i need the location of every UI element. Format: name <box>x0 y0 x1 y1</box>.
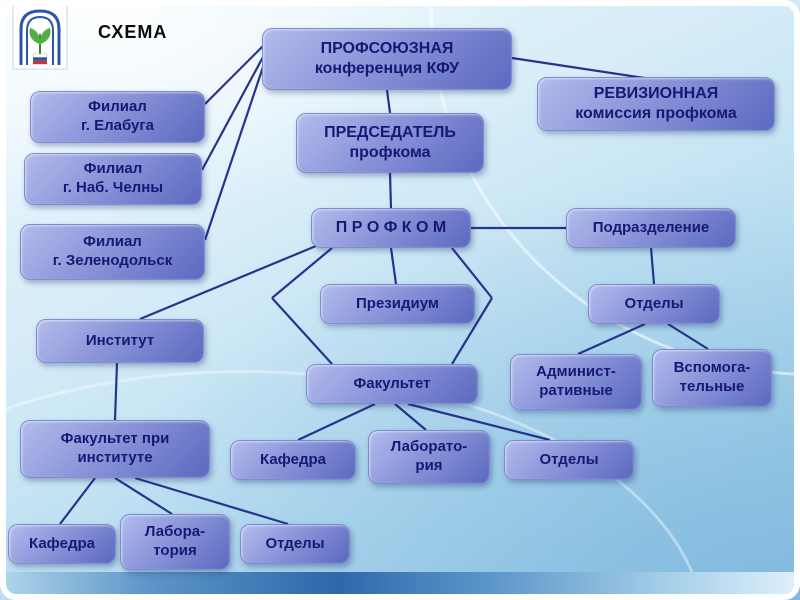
connector-group <box>59 45 709 526</box>
node-administrativnye: Админист- ративные <box>510 354 642 410</box>
node-otdely-fakultet: Отделы <box>504 440 634 480</box>
node-kafedra-fakultet: Кафедра <box>230 440 356 480</box>
node-presidium: Президиум <box>320 284 475 324</box>
node-laboratoria-fakultet: Лаборато- рия <box>368 430 490 484</box>
node-revision-commission: РЕВИЗИОННАЯ комиссия профкома <box>537 77 775 131</box>
kfu-emblem-icon <box>12 4 68 70</box>
node-podrazdelenie: Подразделение <box>566 208 736 248</box>
node-branch-elabuga: Филиал г. Елабуга <box>30 91 205 143</box>
node-fakultet: Факультет <box>306 364 478 404</box>
node-fakultet-pri-institute: Факультет при институте <box>20 420 210 478</box>
node-institut: Институт <box>36 319 204 363</box>
node-profsoyuz-conference: ПРОФСОЮЗНАЯ конференция КФУ <box>262 28 512 90</box>
node-vspomogatelnye: Вспомога- тельные <box>652 349 772 407</box>
node-profkom: П Р О Ф К О М <box>311 208 471 248</box>
node-branch-zelenodolsk: Филиал г. Зеленодольск <box>20 224 205 280</box>
bottom-decorative-band <box>6 572 794 594</box>
node-chairman: ПРЕДСЕДАТЕЛЬ профкома <box>296 113 484 173</box>
node-branch-nab-chelny: Филиал г. Наб. Челны <box>24 153 202 205</box>
slide-title: СХЕМА <box>98 22 168 42</box>
node-otdely-podrazdelenie: Отделы <box>588 284 720 324</box>
node-laboratoria-institut: Лабора- тория <box>120 514 230 570</box>
node-otdely-institut: Отделы <box>240 524 350 564</box>
node-kafedra-institut: Кафедра <box>8 524 116 564</box>
